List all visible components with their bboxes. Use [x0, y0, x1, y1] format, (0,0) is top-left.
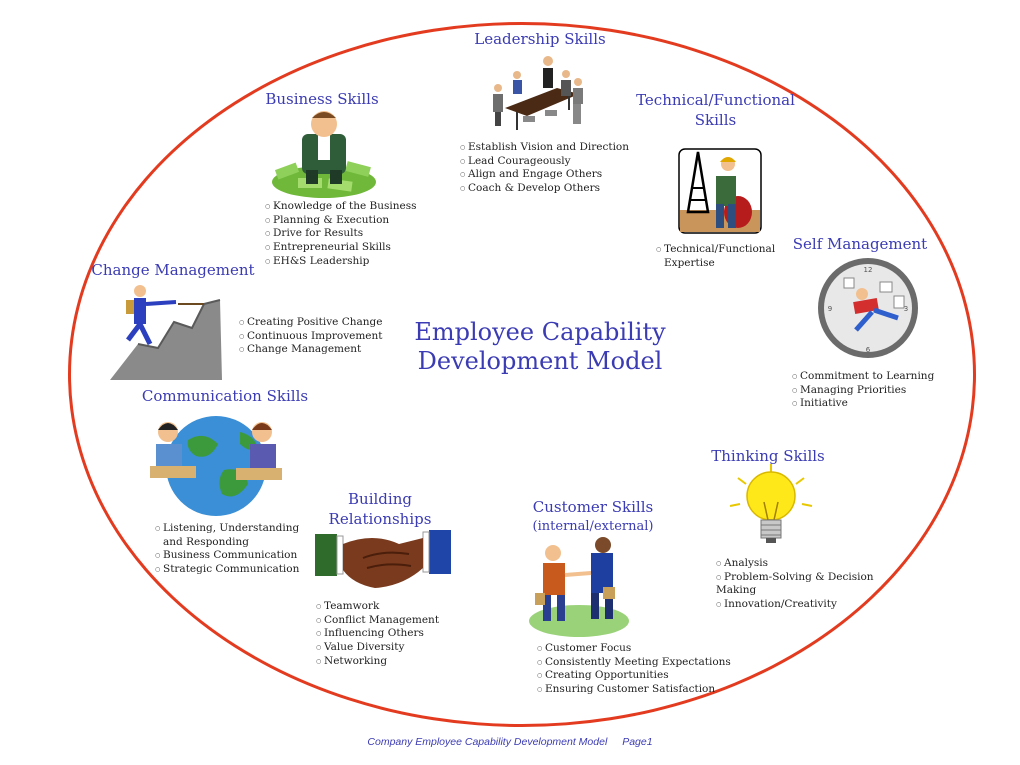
svg-text:3: 3	[904, 305, 908, 313]
model-ellipse-border	[68, 22, 976, 727]
building-relationships-list: Teamwork Conflict Management Influencing…	[316, 600, 439, 669]
list-item: Align and Engage Others	[460, 168, 629, 182]
list-item: Expertise	[664, 256, 715, 269]
footer-page-number: Page1	[622, 736, 653, 748]
list-item: Initiative	[792, 397, 934, 411]
building-relationships-heading: Building Relationships	[310, 489, 450, 529]
svg-text:9: 9	[828, 305, 832, 313]
customer-skills-list: Customer Focus Consistently Meeting Expe…	[537, 642, 731, 697]
list-item: Making	[716, 584, 757, 597]
svg-text:6: 6	[866, 346, 871, 354]
list-item: Listening, Understanding	[155, 522, 299, 536]
page-footer: Company Employee Capability Development …	[0, 736, 1020, 748]
list-item: Value Diversity	[316, 641, 439, 655]
list-item: Coach & Develop Others	[460, 182, 629, 196]
list-item: Lead Courageously	[460, 155, 629, 169]
list-item: Innovation/Creativity	[716, 598, 874, 612]
business-handshake-icon	[529, 537, 629, 637]
list-item: Managing Priorities	[792, 384, 934, 398]
list-item: EH&S Leadership	[265, 255, 417, 269]
list-item: Knowledge of the Business	[265, 200, 417, 214]
title-line-1: Employee Capability	[414, 318, 666, 346]
thinking-skills-list: Analysis Problem-Solving & Decision Maki…	[716, 557, 874, 612]
change-management-heading: Change Management	[91, 261, 255, 279]
oil-rig-worker-icon	[678, 148, 762, 234]
list-item: Creating Opportunities	[537, 669, 731, 683]
technical-heading-line-2: Skills	[694, 111, 737, 129]
list-item: Consistently Meeting Expectations	[537, 656, 731, 670]
list-item: Analysis	[716, 557, 874, 571]
building-heading-line-2: Relationships	[328, 510, 432, 528]
self-management-list: Commitment to Learning Managing Prioriti…	[792, 370, 934, 411]
technical-skills-list: Technical/Functional Expertise	[656, 243, 775, 270]
list-item: Commitment to Learning	[792, 370, 934, 384]
list-item: and Responding	[163, 535, 249, 548]
customer-heading-title: Customer Skills	[532, 498, 654, 516]
boardroom-meeting-icon	[493, 56, 583, 130]
list-item: Problem-Solving & Decision	[716, 571, 874, 585]
leadership-skills-list: Establish Vision and Direction Lead Cour…	[460, 141, 629, 196]
list-item: Teamwork	[316, 600, 439, 614]
list-item: Drive for Results	[265, 227, 417, 241]
list-item: Strategic Communication	[155, 563, 299, 577]
list-item: Ensuring Customer Satisfaction	[537, 683, 731, 697]
diagram-title: Employee Capability Development Model	[400, 318, 680, 376]
list-item: Change Management	[239, 343, 383, 357]
customer-heading-subtitle: (internal/external)	[532, 519, 654, 534]
business-skills-list: Knowledge of the Business Planning & Exe…	[265, 200, 417, 269]
money-pile-businessman-icon	[272, 111, 376, 198]
building-heading-line-1: Building	[348, 490, 412, 508]
title-line-2: Development Model	[417, 347, 663, 375]
list-item: Continuous Improvement	[239, 330, 383, 344]
list-item: Networking	[316, 655, 439, 669]
handshake-icon	[315, 530, 451, 588]
list-item: Planning & Execution	[265, 214, 417, 228]
list-item: Conflict Management	[316, 614, 439, 628]
list-item: Entrepreneurial Skills	[265, 241, 417, 255]
globe-phone-call-icon	[150, 416, 282, 516]
svg-text:12: 12	[864, 266, 873, 274]
customer-skills-heading: Customer Skills (internal/external)	[518, 498, 668, 536]
communication-skills-heading: Communication Skills	[141, 387, 309, 405]
clock-runner-icon: 12 3 6 9	[818, 258, 918, 358]
self-management-heading: Self Management	[792, 235, 928, 253]
list-item: Establish Vision and Direction	[460, 141, 629, 155]
list-item: Creating Positive Change	[239, 316, 383, 330]
footer-document-name: Company Employee Capability Development …	[367, 736, 608, 748]
communication-skills-list: Listening, Understanding and Responding …	[155, 522, 299, 577]
list-item: Customer Focus	[537, 642, 731, 656]
list-item: Business Communication	[155, 549, 299, 563]
change-management-list: Creating Positive Change Continuous Impr…	[239, 316, 383, 357]
list-item: Technical/Functional	[656, 243, 775, 257]
technical-heading-line-1: Technical/Functional	[636, 91, 795, 109]
list-item: Influencing Others	[316, 627, 439, 641]
mountain-climber-icon	[110, 285, 222, 380]
leadership-skills-heading: Leadership Skills	[474, 30, 606, 48]
thinking-skills-heading: Thinking Skills	[711, 447, 825, 465]
technical-skills-heading: Technical/Functional Skills	[633, 90, 798, 130]
business-skills-heading: Business Skills	[265, 90, 379, 108]
lightbulb-icon	[729, 464, 813, 543]
